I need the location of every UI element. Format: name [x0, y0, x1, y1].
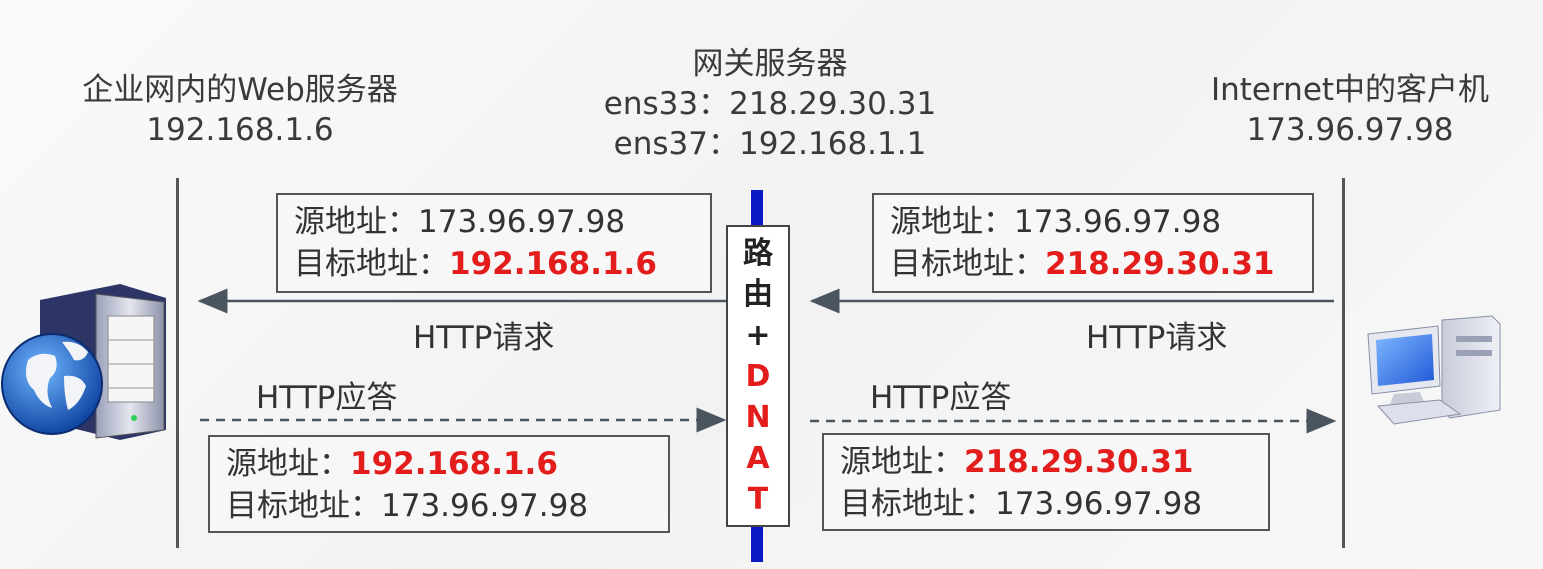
desktop-computer-icon	[1367, 315, 1501, 425]
web-server-globe-icon	[1, 284, 166, 440]
web-server-title: 企业网内的Web服务器 192.168.1.6	[40, 70, 440, 150]
dnat-char: D	[745, 358, 771, 394]
client-title: Internet中的客户机 173.96.97.98	[1160, 70, 1540, 150]
dnat-char: N	[745, 399, 771, 435]
right-response-src-ip: 218.29.30.31	[964, 444, 1194, 480]
client-ip: 173.96.97.98	[1246, 112, 1454, 148]
gateway-bar-bottom	[751, 526, 763, 562]
left-request-box: 源地址：173.96.97.98 目标地址：192.168.1.6	[276, 193, 712, 293]
dnat-char: A	[746, 440, 770, 476]
gateway-bar-top	[751, 190, 763, 226]
right-response-box: 源地址：218.29.30.31 目标地址：173.96.97.98	[822, 433, 1270, 531]
left-response-src-ip: 192.168.1.6	[350, 446, 558, 482]
gateway-ens37: ens37：192.168.1.1	[613, 126, 927, 162]
client-name: Internet中的客户机	[1210, 72, 1490, 108]
dnat-char: T	[747, 481, 769, 517]
router-char: +	[745, 317, 771, 353]
router-dnat-box: 路 由 + D N A T	[726, 225, 790, 527]
left-request-dst-ip: 192.168.1.6	[449, 246, 657, 282]
gateway-ens33: ens33：218.29.30.31	[603, 86, 937, 122]
gateway-name: 网关服务器	[692, 46, 848, 82]
server-lifeline	[176, 178, 179, 548]
right-request-box: 源地址：173.96.97.98 目标地址：218.29.30.31	[872, 193, 1314, 293]
http-response-label-left: HTTP应答	[256, 380, 398, 416]
left-response-box: 源地址：192.168.1.6 目标地址：173.96.97.98	[208, 435, 670, 533]
http-response-label-right: HTTP应答	[870, 380, 1012, 416]
right-request-dst-ip: 218.29.30.31	[1045, 246, 1275, 282]
client-lifeline	[1342, 178, 1345, 548]
http-request-label-left: HTTP请求	[413, 320, 555, 356]
router-char: 由	[743, 276, 773, 312]
web-server-name: 企业网内的Web服务器	[82, 72, 398, 108]
http-request-label-right: HTTP请求	[1086, 320, 1228, 356]
gateway-title: 网关服务器 ens33：218.29.30.31 ens37：192.168.1…	[560, 44, 980, 164]
web-server-ip: 192.168.1.6	[146, 112, 334, 148]
router-char: 路	[743, 235, 773, 271]
